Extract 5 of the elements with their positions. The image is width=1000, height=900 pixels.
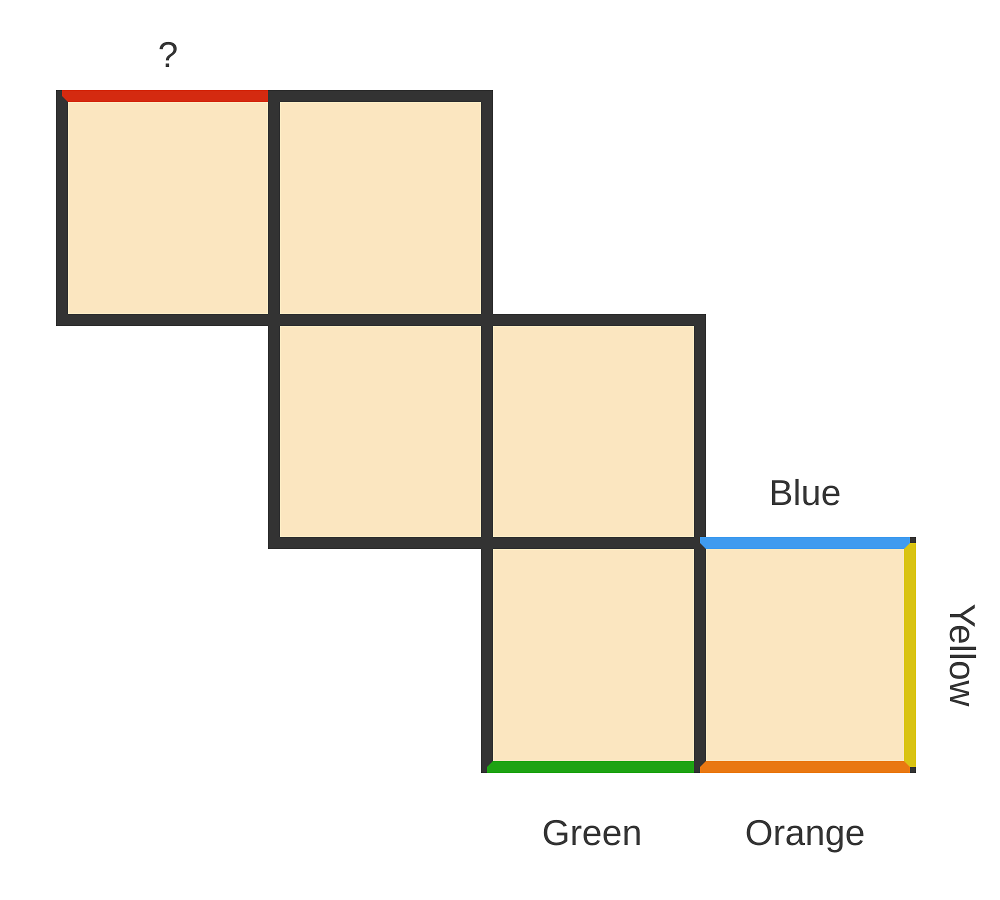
side-label: Green xyxy=(542,812,642,854)
side-label: Blue xyxy=(768,472,842,514)
side-label: Orange xyxy=(744,812,866,854)
side-label: Yellow xyxy=(941,604,983,706)
side-label: ? xyxy=(158,34,178,76)
